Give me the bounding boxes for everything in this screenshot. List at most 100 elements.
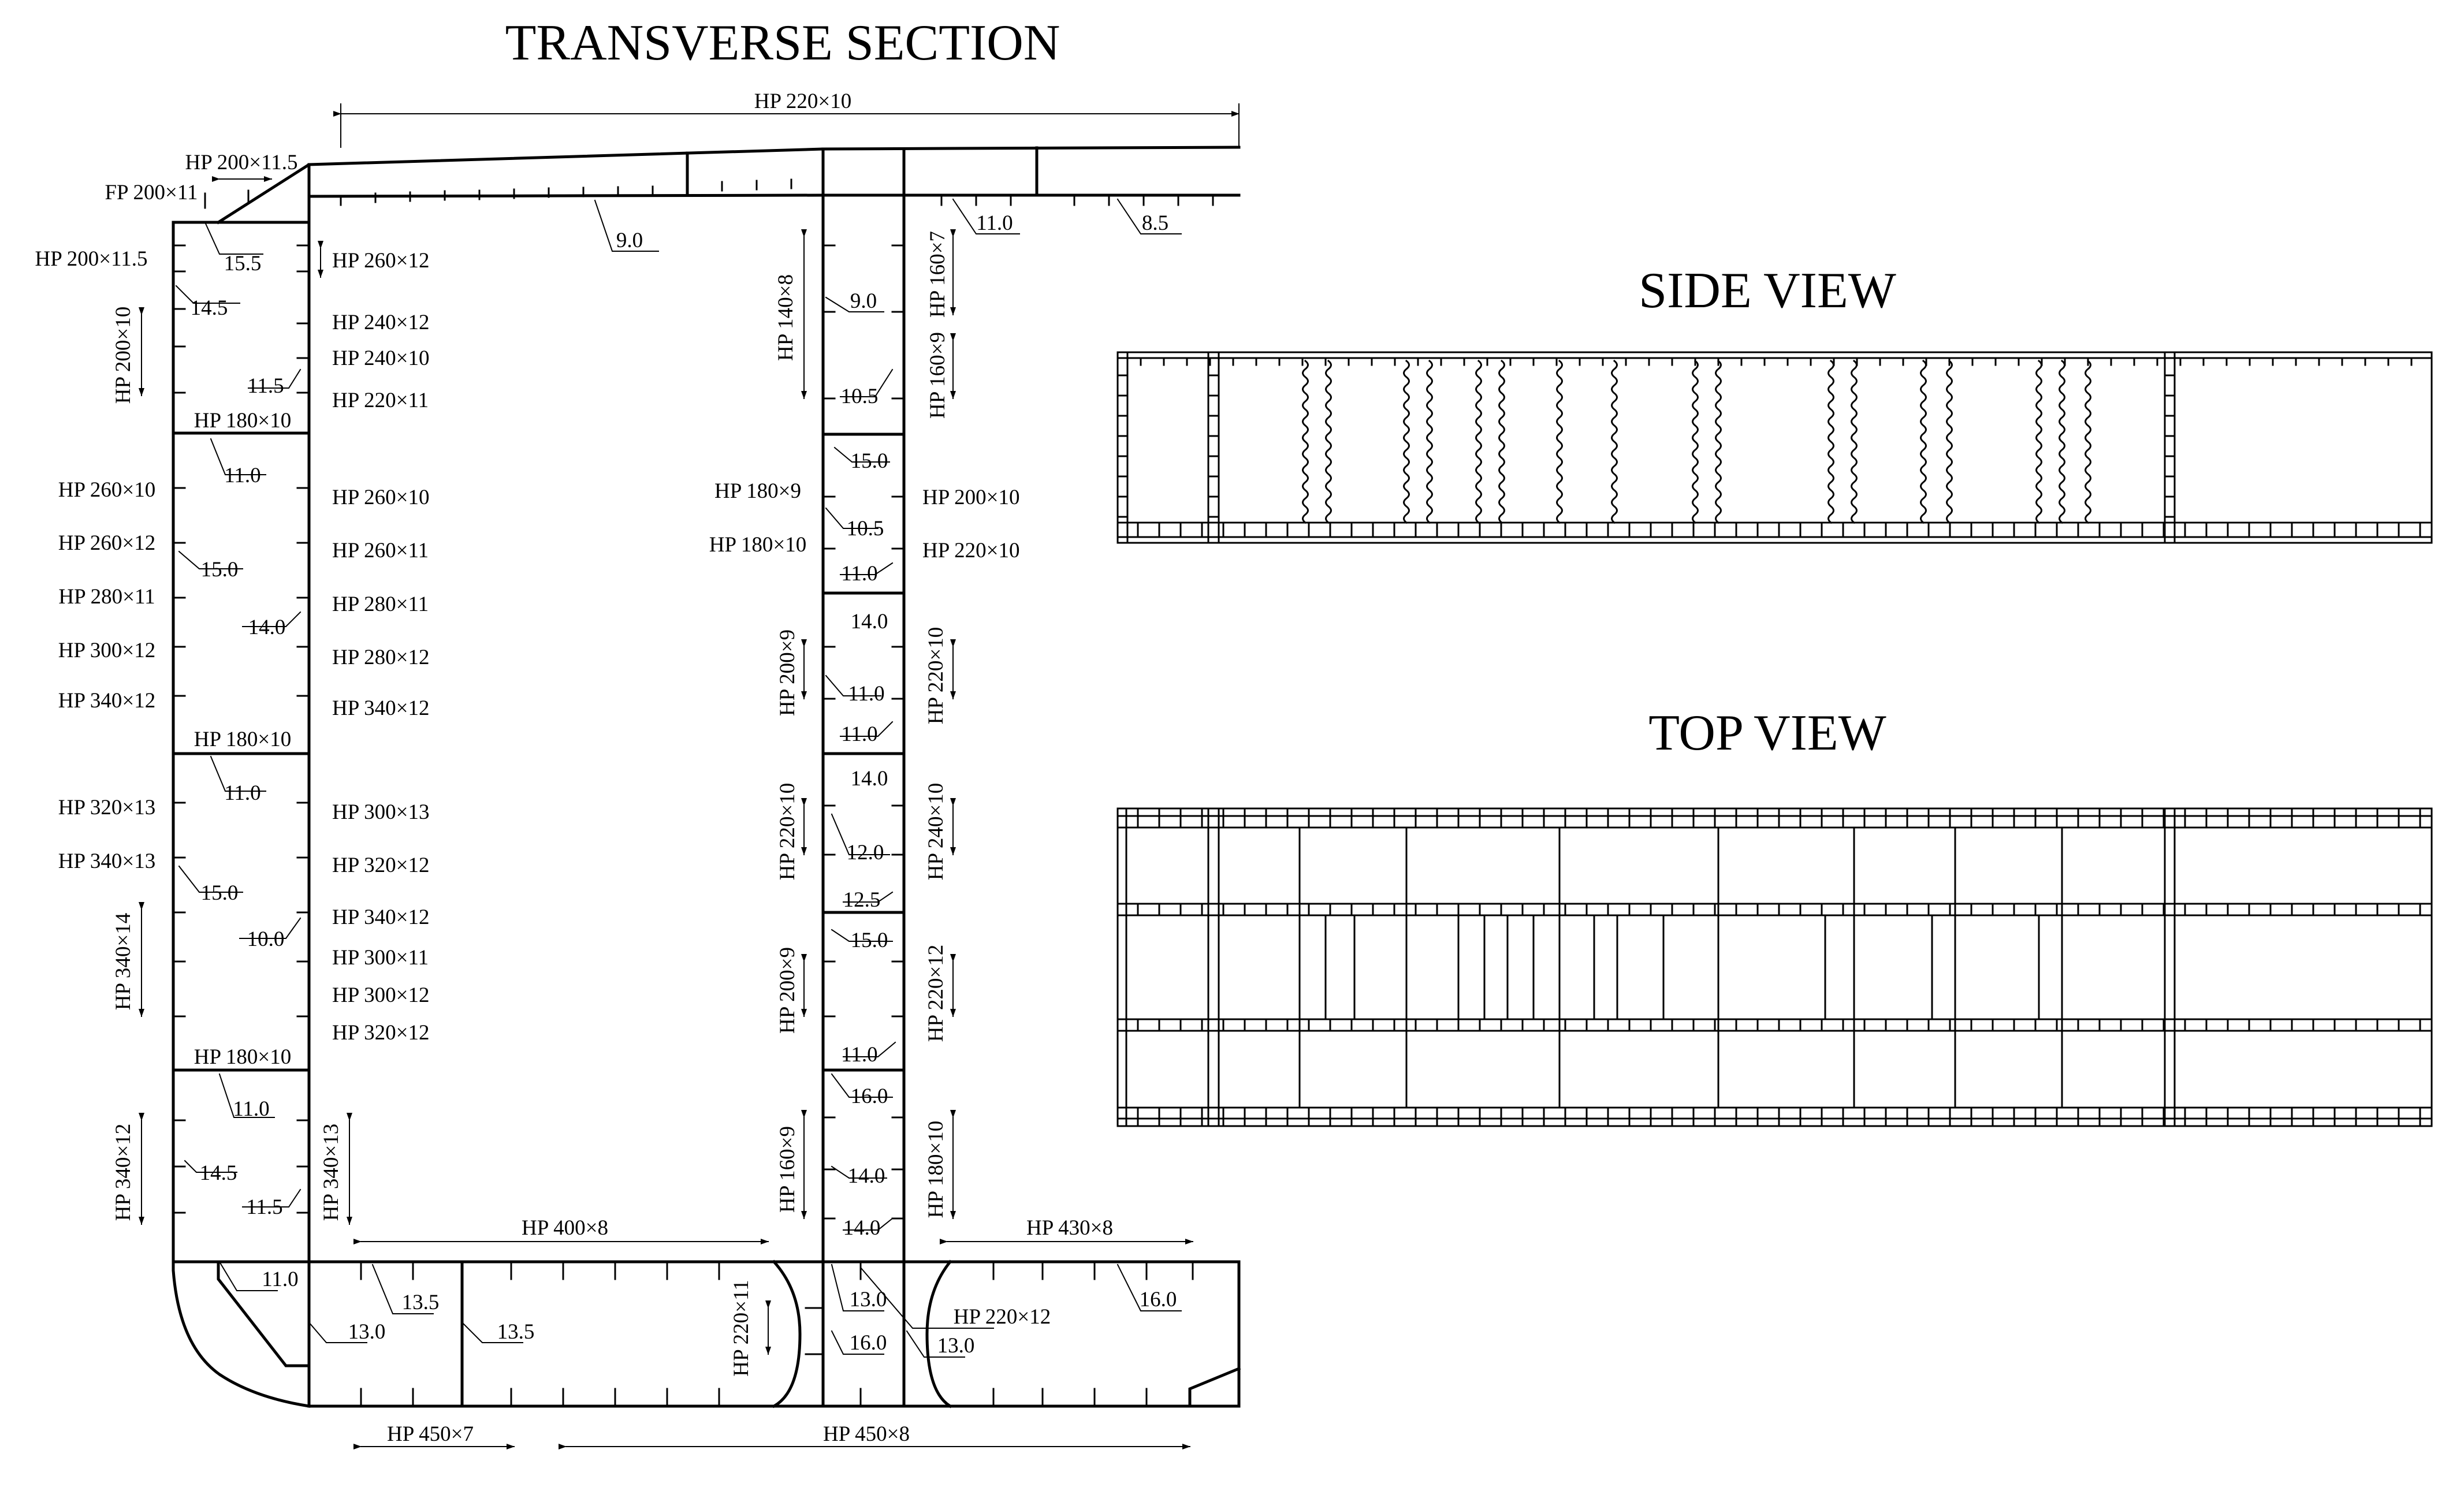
top-view-title: TOP VIEW [1648, 705, 1886, 761]
stiffener-label: HP 280×11 [58, 585, 155, 609]
stiffener-label: HP 340×14 [111, 913, 135, 1011]
thickness-label: 14.0 [848, 1164, 885, 1188]
thickness-label: 14.0 [851, 767, 888, 791]
stringer-label: HP 180×10 [194, 409, 292, 433]
stiffener-label: HP 340×12 [332, 905, 430, 929]
thickness-label: 13.0 [850, 1288, 887, 1311]
deck-thickness-8-5: 8.5 [1142, 211, 1168, 235]
thickness-label: 9.0 [850, 289, 877, 313]
thickness-label: 14.0 [851, 610, 888, 633]
stiffener-label: HP 240×10 [924, 783, 948, 881]
stiffener-label: HP 160×9 [776, 1126, 799, 1213]
stiffener-label: HP 300×12 [58, 639, 156, 662]
thickness-label: 10.5 [847, 517, 884, 541]
thickness-label: 16.0 [850, 1331, 887, 1355]
stiffener-label: HP 220×10 [924, 627, 948, 725]
stiffener-label: HP 340×12 [58, 689, 156, 713]
thickness-label: 12.0 [847, 841, 884, 864]
stiffener-label: HP 300×11 [332, 946, 429, 970]
thickness-label: 14.5 [191, 296, 228, 320]
stiffener-label: HP 220×12 [924, 945, 948, 1042]
stringer-label: HP 180×10 [194, 1045, 292, 1069]
leader-lines [175, 198, 1182, 1358]
top-view-drawing [1116, 807, 2433, 1127]
thickness-label: 10.5 [841, 385, 879, 408]
stringer-label: HP 180×10 [194, 728, 292, 751]
thickness-label: 15.0 [201, 558, 239, 582]
stiffener-label: HP 140×8 [774, 274, 798, 361]
thickness-label: 13.5 [497, 1320, 535, 1344]
stiffener-label: HP 200×9 [776, 947, 799, 1034]
side-view-drawing [1116, 351, 2433, 544]
stiffener-label: HP 160×7 [926, 231, 950, 318]
thickness-label: 11.0 [841, 722, 877, 746]
stiffener-label: HP 240×12 [332, 311, 430, 334]
stiffener-label: HP 280×11 [332, 592, 429, 616]
stiffener-label: HP 340×12 [332, 696, 430, 720]
deck-stiffeners [204, 178, 1214, 209]
girder-label: HP 450×8 [823, 1422, 910, 1446]
thickness-label: 15.0 [851, 929, 888, 952]
stiffener-label: HP 320×12 [332, 854, 430, 877]
stiffener-label: HP 200×10 [111, 307, 135, 404]
stiffener-label: HP 220×11 [332, 389, 429, 412]
stiffener-label: HP 260×12 [332, 249, 430, 273]
thickness-label: 11.0 [841, 562, 877, 586]
stiffener-label: HP 280×12 [332, 646, 430, 669]
side-view-title: SIDE VIEW [1639, 263, 1896, 319]
stiffener-label: HP 260×12 [58, 531, 156, 555]
stiffener-label: HP 300×13 [332, 800, 430, 824]
stiffener-label: HP 320×12 [332, 1021, 430, 1045]
deck-hp200-label: HP 200×11.5 [185, 151, 298, 174]
girder-label: HP 430×8 [1026, 1216, 1113, 1240]
deck-span-label: HP 220×10 [754, 90, 852, 113]
stiffener-label: HP 260×10 [58, 478, 156, 502]
stiffener-label: HP 180×10 [709, 533, 807, 557]
thickness-label: 14.5 [200, 1161, 237, 1185]
girder-label: HP 450×7 [387, 1422, 474, 1446]
stiffener-label: HP 220×10 [776, 783, 799, 881]
thickness-label: 12.5 [843, 888, 881, 912]
thickness-label: 11.0 [224, 781, 260, 805]
thickness-label: 14.0 [843, 1216, 881, 1240]
stiffener-label: HP 180×10 [924, 1121, 948, 1218]
stiffener-label: HP 220×10 [922, 539, 1020, 562]
stiffener-label: HP 340×13 [319, 1124, 343, 1221]
deck-thickness-11-0: 11.0 [976, 211, 1013, 235]
girder-label: HP 220×12 [954, 1305, 1051, 1329]
deck-thickness-15-5: 15.5 [224, 252, 262, 275]
hull-outline [172, 146, 1241, 1408]
stiffener-label: HP 340×13 [58, 849, 156, 873]
thickness-label: 11.0 [224, 464, 260, 487]
thickness-label: 11.0 [233, 1097, 269, 1121]
stiffener-label: HP 340×12 [111, 1124, 135, 1221]
thickness-label: 10.0 [247, 927, 285, 951]
girder-label: HP 400×8 [522, 1216, 608, 1240]
stiffener-label: HP 180×9 [714, 479, 801, 503]
thickness-label: 16.0 [851, 1084, 888, 1108]
thickness-label: 11.0 [841, 1043, 877, 1067]
thickness-label: 13.0 [937, 1334, 975, 1358]
transverse-section-title: TRANSVERSE SECTION [505, 15, 1060, 71]
thickness-label: 11.5 [246, 1195, 282, 1219]
transverse-section: HP 220×10 HP 200×11.5 FP 200×11 9.0 11.0… [35, 90, 1241, 1449]
thickness-label: 14.0 [248, 616, 286, 639]
stiffener-label: HP 160×9 [926, 332, 950, 419]
side-stiffeners [172, 244, 905, 1220]
stiffener-label: HP 260×10 [332, 486, 430, 509]
stiffener-label: HP 300×12 [332, 983, 430, 1007]
thickness-label: 15.0 [201, 881, 239, 905]
thickness-label: 11.0 [262, 1268, 298, 1291]
thickness-label: 11.5 [247, 374, 284, 398]
bottom-stiffeners [360, 1261, 1194, 1407]
dimension-lines [139, 103, 1240, 1449]
thickness-label: 16.0 [1140, 1288, 1177, 1311]
stiffener-label: HP 200×9 [776, 629, 799, 716]
fp-label: FP 200×11 [105, 181, 198, 204]
deck-thickness-9-0: 9.0 [616, 229, 643, 252]
thickness-label: 13.5 [402, 1291, 440, 1314]
stiffener-label: HP 200×10 [922, 486, 1020, 509]
stiffener-label: HP 320×13 [58, 796, 156, 819]
thickness-label: 13.0 [348, 1320, 386, 1344]
